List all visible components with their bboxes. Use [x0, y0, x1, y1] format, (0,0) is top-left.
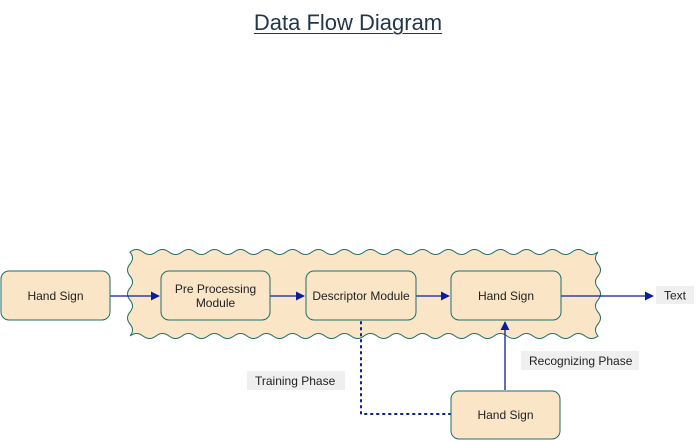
- recognizer-hand-sign-node[interactable]: Hand Sign: [450, 270, 562, 321]
- input-hand-sign-node[interactable]: Hand Sign: [0, 270, 111, 321]
- descriptor-label: Descriptor Module: [312, 289, 410, 303]
- training-hand-sign-node[interactable]: Hand Sign: [450, 390, 561, 440]
- recognizing-phase-text: Recognizing Phase: [529, 354, 633, 368]
- recognizing-phase-label: Recognizing Phase: [521, 351, 639, 370]
- preprocessing-label-line1: Pre Processing: [175, 282, 256, 296]
- recognizer-hand-sign-label: Hand Sign: [478, 289, 534, 303]
- output-text: Text: [664, 289, 687, 303]
- dotted-descriptor-to-training: [360, 321, 451, 415]
- output-text-label: Text: [656, 286, 694, 304]
- descriptor-module-node[interactable]: Descriptor Module: [305, 270, 417, 321]
- training-hand-sign-label: Hand Sign: [477, 408, 533, 422]
- preprocessing-label-line2: Module: [196, 296, 236, 310]
- training-phase-text: Training Phase: [255, 374, 336, 388]
- training-phase-label: Training Phase: [247, 371, 345, 390]
- diagram-title: Data Flow Diagram: [253, 10, 443, 35]
- preprocessing-module-node[interactable]: Pre Processing Module: [160, 270, 271, 321]
- input-hand-sign-label: Hand Sign: [27, 289, 83, 303]
